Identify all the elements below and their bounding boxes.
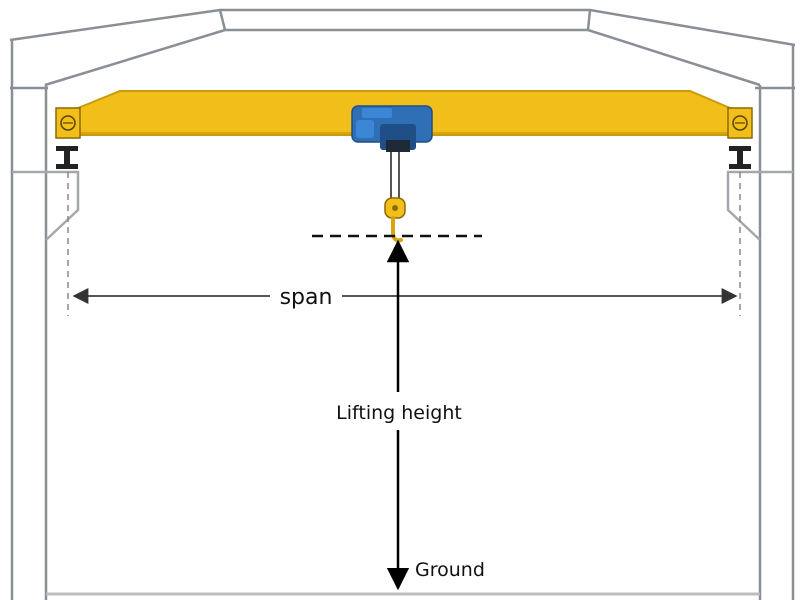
building-frame: [9, 8, 796, 600]
electric-hoist-icon: [351, 105, 433, 152]
left-rail-beam: [56, 146, 78, 169]
lifting-height-label: Lifting height: [336, 402, 462, 424]
roof-ridge: [218, 9, 227, 31]
left-end-carriage: [55, 107, 81, 139]
span-label: span: [280, 285, 333, 310]
roof-inner: [44, 28, 761, 87]
roof-outer: [9, 8, 796, 47]
crane-hook-icon: [384, 152, 406, 243]
left-corbel: [12, 170, 80, 241]
ground-label: Ground: [415, 559, 485, 581]
right-corbel: [726, 170, 793, 241]
right-rail-beam: [729, 146, 751, 169]
right-end-carriage: [727, 107, 753, 139]
roof-ridge-right: [586, 9, 592, 31]
